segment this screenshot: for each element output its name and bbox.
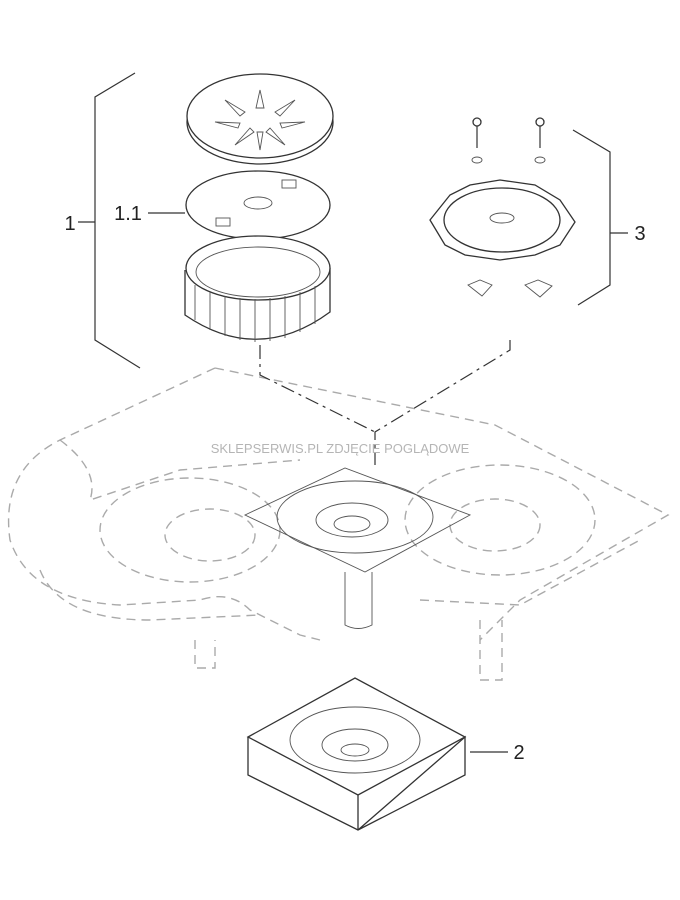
watermark-text: SKLEPSERWIS.PL ZDJĘCIE POGLĄDOWE: [211, 441, 470, 456]
mounting-set: [429, 117, 576, 298]
drain-body-square: [243, 467, 472, 629]
floor-context-dashed: [7, 367, 670, 681]
base-body: [246, 677, 467, 831]
bracket-assembly-1: [78, 72, 185, 369]
odour-trap-plate: [185, 170, 331, 240]
bracket-mounting-set-3: [572, 129, 611, 306]
label-1-1: 1.1: [114, 203, 142, 225]
label-2: 2: [513, 742, 524, 764]
frame-ring: [184, 235, 331, 342]
label-1: 1: [64, 213, 75, 235]
grate-cover: [186, 73, 334, 165]
label-3: 3: [634, 223, 645, 245]
